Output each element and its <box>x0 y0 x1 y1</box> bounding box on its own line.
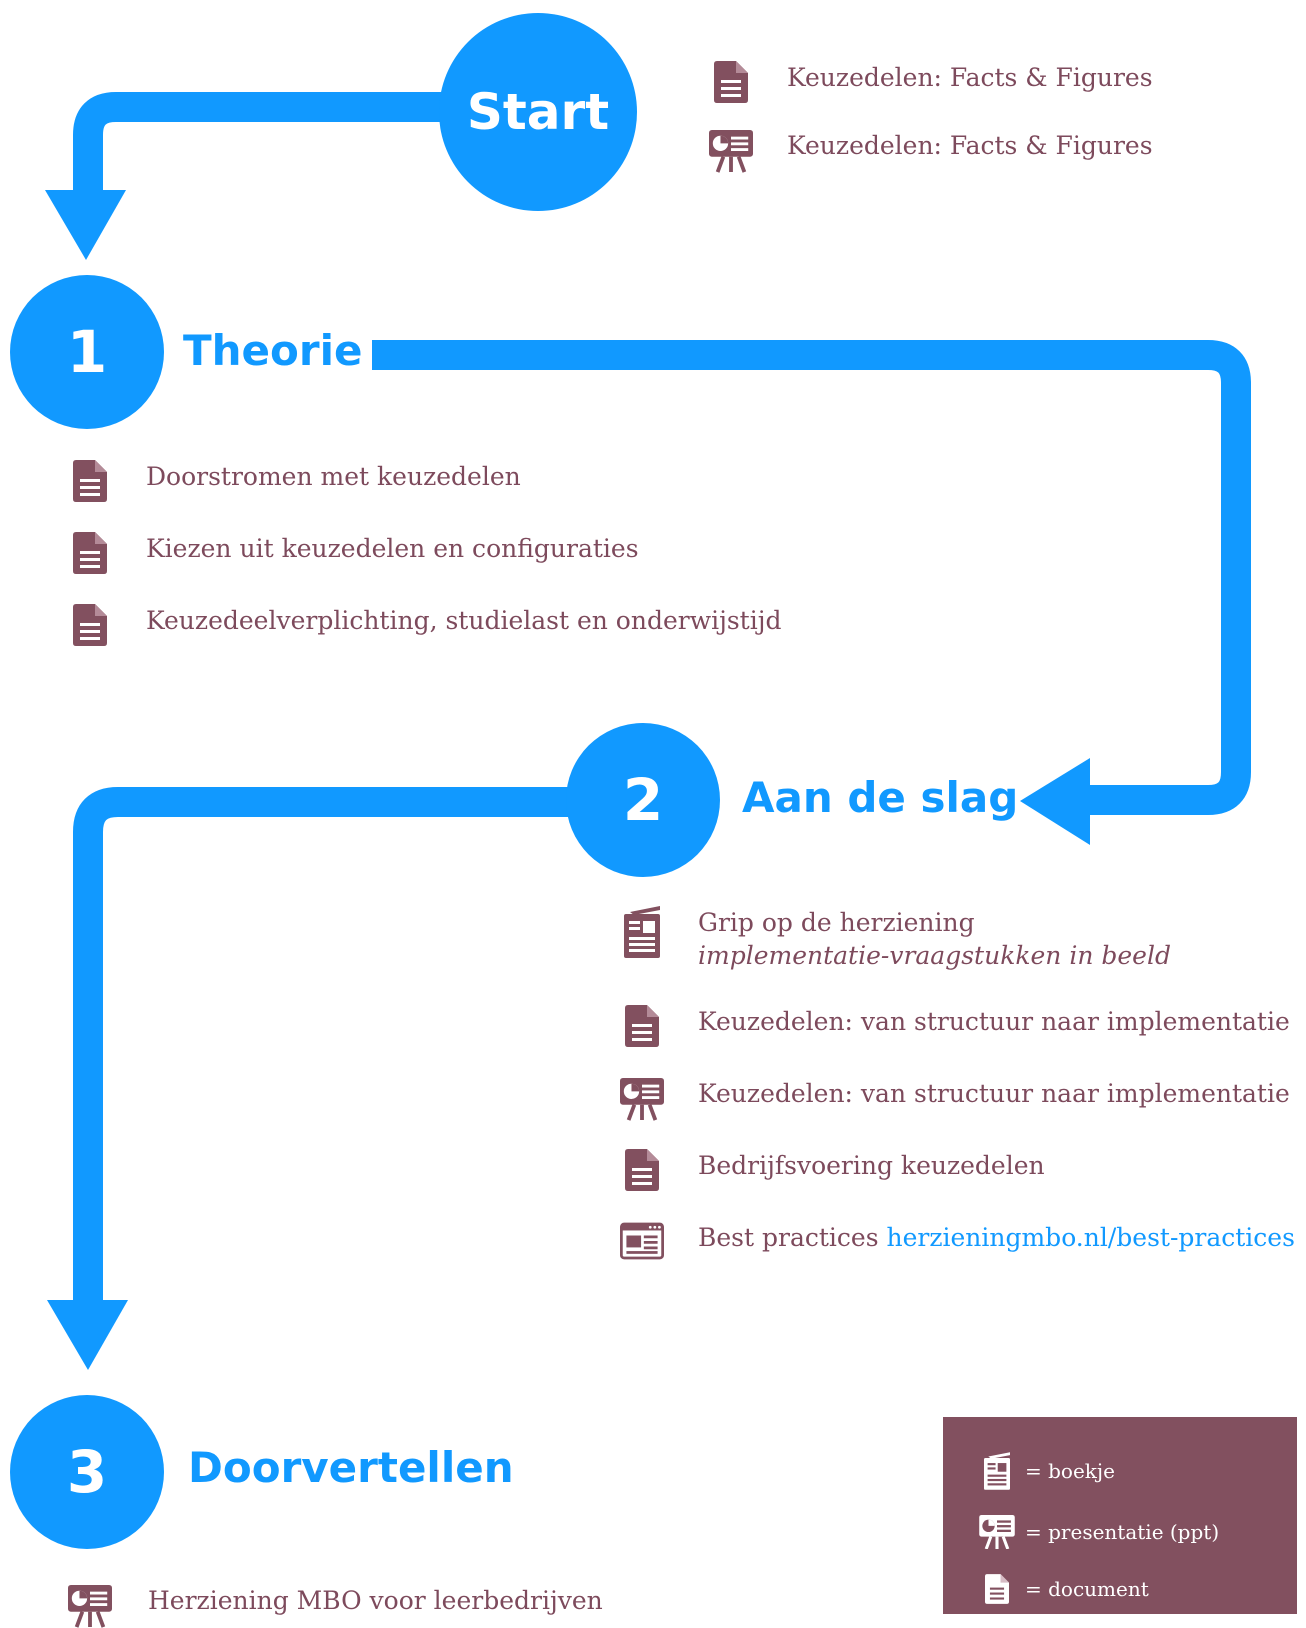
legend-booklet-label: = boekje <box>1025 1459 1115 1483</box>
website-icon <box>620 1221 664 1265</box>
step-1-circle: 1 <box>10 275 164 429</box>
start-label: Start <box>466 83 610 141</box>
document-icon <box>68 604 112 648</box>
start-circle: Start <box>439 13 637 211</box>
step-2-item-4-text: Bedrijfsvoering keuzedelen <box>698 1151 1045 1180</box>
step-2-item-1-title: Grip op de herziening <box>698 908 975 937</box>
booklet-icon <box>620 906 664 958</box>
document-icon <box>977 1569 1017 1609</box>
step-3-title: Doorvertellen <box>188 1443 514 1492</box>
step-2-title: Aan de slag <box>742 773 1019 822</box>
legend-document-label: = document <box>1025 1577 1149 1601</box>
step-2-item-2-text: Keuzedelen: van structuur naar implement… <box>698 1007 1290 1036</box>
step-2-item-3[interactable]: Keuzedelen: van structuur naar implement… <box>620 1077 1290 1121</box>
booklet-icon <box>977 1451 1017 1491</box>
step-2-item-1-subtitle: implementatie-vraagstukken in beeld <box>698 941 1171 970</box>
document-icon <box>709 61 753 105</box>
step-1-item-3-text: Keuzedeelverplichting, studielast en ond… <box>146 606 782 635</box>
legend-box: = boekje = presentatie (ppt) = document <box>943 1417 1297 1614</box>
step-1-item-1[interactable]: Doorstromen met keuzedelen <box>68 460 521 504</box>
presentation-icon <box>620 1077 664 1121</box>
step-2-item-5-text: Best practices herzieningmbo.nl/best-pra… <box>698 1221 1295 1254</box>
step-2-item-5[interactable]: Best practices herzieningmbo.nl/best-pra… <box>620 1221 1295 1265</box>
best-practices-link[interactable]: herzieningmbo.nl/best-practices <box>886 1223 1295 1252</box>
step-3-item-1[interactable]: Herziening MBO voor leerbedrijven <box>68 1584 603 1628</box>
step-1-number: 1 <box>66 318 108 386</box>
step-2-item-4[interactable]: Bedrijfsvoering keuzedelen <box>620 1149 1045 1193</box>
step-2-item-5-label: Best practices <box>698 1223 887 1252</box>
step-3-item-1-text: Herziening MBO voor leerbedrijven <box>148 1586 603 1615</box>
step-2-item-3-text: Keuzedelen: van structuur naar implement… <box>698 1079 1290 1108</box>
step-2-number: 2 <box>622 766 664 834</box>
connector-1-to-2 <box>372 340 1251 815</box>
legend-row-document: = document <box>977 1569 1149 1609</box>
start-item-2-text: Keuzedelen: Facts & Figures <box>787 131 1153 160</box>
step-1-title: Theorie <box>183 326 363 375</box>
step-2-circle: 2 <box>566 723 720 877</box>
step-2-item-1[interactable]: Grip op de herziening implementatie-vraa… <box>620 906 1171 972</box>
connector-2-to-3 <box>73 787 580 1310</box>
step-1-item-3[interactable]: Keuzedeelverplichting, studielast en ond… <box>68 604 781 648</box>
step-1-item-2[interactable]: Kiezen uit keuzedelen en configuraties <box>68 532 639 576</box>
step-1-item-2-text: Kiezen uit keuzedelen en configuraties <box>146 534 639 563</box>
presentation-icon <box>709 129 753 173</box>
step-2-item-2[interactable]: Keuzedelen: van structuur naar implement… <box>620 1005 1290 1049</box>
connector-start-to-1 <box>73 92 470 200</box>
presentation-icon <box>977 1512 1017 1552</box>
legend-row-presentation: = presentatie (ppt) <box>977 1512 1219 1552</box>
step-3-circle: 3 <box>10 1395 164 1549</box>
arrowhead-left-2 <box>1020 758 1090 845</box>
start-item-1-text: Keuzedelen: Facts & Figures <box>787 63 1153 92</box>
arrowhead-down-1 <box>45 190 126 260</box>
step-1-item-1-text: Doorstromen met keuzedelen <box>146 462 521 491</box>
start-item-1[interactable]: Keuzedelen: Facts & Figures <box>709 61 1153 105</box>
legend-row-booklet: = boekje <box>977 1451 1115 1491</box>
document-icon <box>68 460 112 504</box>
step-2-item-1-text: Grip op de herziening implementatie-vraa… <box>698 906 1171 972</box>
document-icon <box>68 532 112 576</box>
document-icon <box>620 1149 664 1193</box>
start-item-2[interactable]: Keuzedelen: Facts & Figures <box>709 129 1153 173</box>
document-icon <box>620 1005 664 1049</box>
step-3-number: 3 <box>66 1438 108 1506</box>
legend-presentation-label: = presentatie (ppt) <box>1025 1520 1220 1544</box>
presentation-icon <box>68 1584 112 1628</box>
arrowhead-down-3 <box>47 1300 128 1370</box>
